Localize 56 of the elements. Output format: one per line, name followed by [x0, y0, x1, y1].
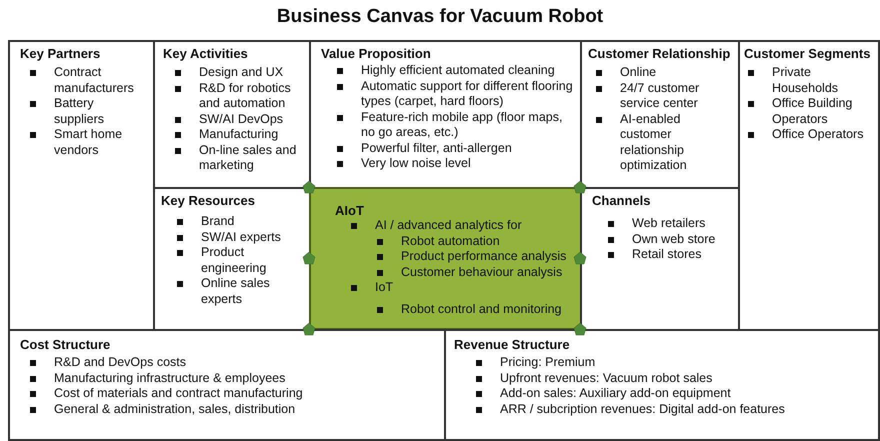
bullet-item: Highly efficient automated cleaning [321, 63, 576, 78]
bullet-item: AI-enabled customer relationship optimization [588, 112, 734, 174]
bullet-item: Own web store [592, 232, 734, 247]
block-heading: Customer Relationship [588, 46, 732, 61]
bullet-item: Customer behaviour analysis [335, 264, 576, 280]
bullet-item: Smart home vendors [20, 127, 147, 158]
bullet-item: Cost of materials and contract manufacturing [20, 386, 440, 402]
canvas-block [8, 40, 155, 331]
bullet-item: General & administration, sales, distribution [20, 402, 440, 417]
title: Business Canvas for Vacuum Robot [276, 6, 604, 28]
bullet-item: Pricing: Premium [454, 355, 874, 370]
bullet-item: Upfront revenues: Vacuum robot sales [454, 370, 874, 386]
bullet-item: Robot automation [335, 234, 576, 249]
block-heading: Value Proposition [321, 46, 432, 61]
canvas-block [309, 187, 582, 330]
bullet-item: R&D for robotics and automation [163, 80, 305, 112]
canvas-block [8, 329, 446, 441]
bullet-item: Office Building Operators [744, 96, 876, 127]
bullet-item: IoT [335, 280, 576, 296]
bullet-item: Battery suppliers [20, 96, 147, 127]
block-heading: Customer Segments [744, 46, 872, 61]
bullet-item: On-line sales and marketing [163, 142, 305, 174]
bullet-item: SW/AI DevOps [163, 112, 305, 127]
block-heading: AIoT [335, 203, 365, 218]
bullet-item: Web retailers [592, 216, 734, 232]
canvas-block [444, 329, 880, 441]
bullet-item: SW/AI experts [161, 230, 305, 245]
bullet-item: Office Operators [744, 127, 876, 142]
bullet-item: Contract manufacturers [20, 65, 147, 96]
bullet-item: Online sales experts [161, 276, 305, 307]
bullet-item: Product performance analysis [335, 249, 576, 264]
bullet-item: Product engineering [161, 245, 305, 276]
bullet-item: Retail stores [592, 247, 734, 262]
bullet-item: Robot control and monitoring [335, 302, 576, 317]
block-heading: Revenue Structure [454, 337, 571, 352]
bullet-item: Online [588, 65, 734, 80]
bullet-item: Private Households [744, 65, 876, 96]
block-heading: Key Activities [163, 46, 249, 61]
bullet-item: Add-on sales: Auxiliary add-on equipment [454, 386, 874, 402]
block-heading: Key Resources [161, 193, 256, 208]
block-heading: Key Partners [20, 46, 102, 61]
bullet-item: AI / advanced analytics for [335, 218, 576, 234]
block-heading: Cost Structure [20, 337, 112, 352]
bullet-item: Manufacturing infrastructure & employees [20, 370, 440, 386]
bullet-item: Powerful filter, anti-allergen [321, 140, 576, 156]
bullet-item: Feature-rich mobile app (floor maps, no go areas, etc.) [321, 110, 576, 140]
block-heading: Channels [592, 193, 652, 208]
bullet-item: 24/7 customer service center [588, 80, 734, 112]
bullet-item: Design and UX [163, 65, 305, 80]
bullet-item: Very low noise level [321, 156, 576, 172]
bullet-item: Brand [161, 214, 305, 230]
bullet-item: Manufacturing [163, 127, 305, 142]
bullet-item: R&D and DevOps costs [20, 355, 440, 370]
canvas-block [738, 40, 880, 331]
bullet-item: ARR / subcription revenues: Digital add-on features [454, 402, 874, 417]
bullet-item: Automatic support for different flooring types (carpet, hard floors) [321, 78, 576, 110]
